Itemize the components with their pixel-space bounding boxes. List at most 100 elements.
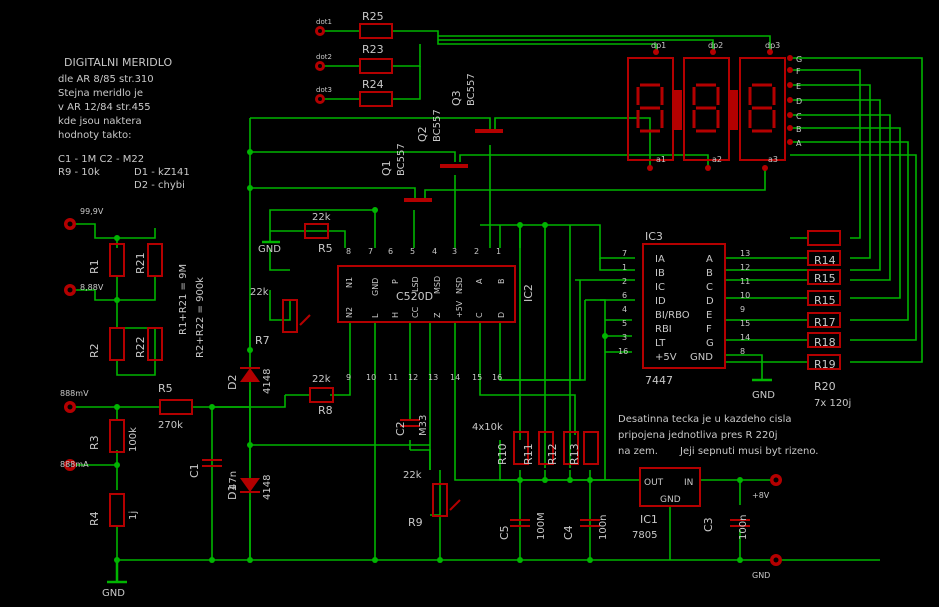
segment-label: G: [796, 55, 802, 64]
value-label: BC557: [396, 143, 407, 176]
value-label: BC557: [466, 73, 477, 106]
ic-pin: Z: [433, 312, 442, 318]
terminal-label: 888mA: [60, 460, 89, 469]
ic-pin: ID: [655, 296, 666, 307]
value-label: 100k: [128, 427, 139, 452]
formula-label: R1+R21 = 9M: [178, 264, 189, 335]
pin-num: 13: [740, 249, 750, 258]
ref-label: R9: [408, 516, 423, 529]
segment-label: B: [796, 125, 802, 134]
gnd-label: GND: [102, 588, 125, 599]
value-label: 100n: [598, 515, 609, 540]
ic-pin: B: [706, 268, 713, 279]
ic-pin: F: [706, 324, 712, 335]
ic-pin: CC: [411, 306, 420, 318]
value-label: 22k: [250, 287, 269, 298]
pin-num: 4: [622, 305, 627, 314]
note-line: kde jsou naktera: [58, 116, 142, 127]
note-line: C1 - 1M C2 - M22: [58, 154, 144, 165]
ic-pin: GND: [371, 278, 380, 296]
diodes: [240, 367, 260, 493]
note-line: hodnoty takto:: [58, 130, 132, 141]
decimal-note: na zem.: [618, 446, 658, 457]
ic-pin: H: [391, 312, 400, 318]
segment-label: F: [796, 67, 801, 76]
labels: DIGITALNI MERIDLO dle AR 8/85 str.310 St…: [58, 10, 851, 599]
value-label: 270k: [158, 420, 183, 431]
note-line: v AR 12/84 str.455: [58, 102, 151, 113]
seven-seg-displays: [627, 57, 786, 161]
pin-num: 10: [366, 373, 376, 382]
pin-num: 9: [346, 373, 351, 382]
pin-num: 14: [450, 373, 460, 382]
pin-num: 6: [388, 247, 393, 256]
pin-num: 4: [432, 247, 437, 256]
value-label: 4148: [262, 475, 273, 500]
pin-num: 7: [622, 249, 627, 258]
ic-pin: C: [706, 282, 713, 293]
note-line: dle AR 8/85 str.310: [58, 74, 154, 85]
ic-pin: +5V: [455, 300, 464, 318]
decimal-note: Jeji sepnuti musi byt rizeno.: [679, 446, 818, 457]
ref-label: Q3: [450, 90, 463, 106]
terminal-label: dot2: [316, 53, 332, 61]
ref-label: R2: [88, 343, 101, 358]
junctions: [114, 149, 743, 563]
value-label: 22k: [312, 374, 331, 385]
ic-part: 7447: [645, 374, 673, 387]
value-label: 4x10k: [472, 422, 503, 433]
ic-pin: IB: [655, 268, 665, 279]
ref-label: R25: [362, 10, 384, 23]
anode-label: a3: [768, 155, 778, 164]
pin-num: 11: [388, 373, 398, 382]
ref-label: C2: [394, 421, 407, 436]
ic-pin: E: [706, 310, 712, 321]
pin-num: 2: [474, 247, 479, 256]
pin-num: 15: [472, 373, 482, 382]
pin-num: 12: [740, 263, 750, 272]
gnd-symbols: [107, 240, 772, 584]
decimal-note: pripojena jednotliva pres R 220j: [618, 430, 778, 441]
ref-label: R4: [88, 511, 101, 526]
ic-pin: NSD: [455, 277, 464, 294]
terminal-label: 8,88V: [80, 283, 104, 292]
ic-part: C520D: [396, 290, 433, 303]
dp-label: dp2: [708, 41, 723, 50]
segment-label: D: [796, 97, 802, 106]
ref-label: R8: [318, 404, 333, 417]
ref-label: R15: [814, 272, 836, 285]
transistors: [404, 129, 503, 202]
ref-label: R10: [496, 443, 509, 465]
terminal-label: dot1: [316, 18, 332, 26]
ic-pin: D: [497, 312, 506, 318]
ref-label: R1: [88, 259, 101, 274]
terminal-label: +8V: [752, 491, 770, 500]
ic-pin: IC: [655, 282, 665, 293]
ic-pin: IA: [655, 254, 665, 265]
terminal-label: 888mV: [60, 389, 89, 398]
value-label: 100M: [536, 512, 547, 540]
ref-label: R11: [522, 443, 535, 465]
ref-label: R19: [814, 358, 836, 371]
ref-label: C4: [562, 525, 575, 540]
note-line: R9 - 10k: [58, 167, 100, 178]
ic-pin: L: [371, 313, 380, 318]
ref-label: R13: [568, 443, 581, 465]
pin-num: 6: [622, 291, 627, 300]
value-label: 22k: [403, 470, 422, 481]
ic-ref: IC1: [640, 513, 658, 526]
ic-pin: N2: [345, 307, 354, 318]
ic-pin: GND: [690, 352, 713, 363]
ref-label: R3: [88, 435, 101, 450]
dp-label: dp3: [765, 41, 780, 50]
gnd-label: GND: [258, 244, 281, 255]
value-label: 22k: [312, 212, 331, 223]
ref-label: R22: [134, 336, 147, 358]
ref-label: R24: [362, 78, 384, 91]
resistor-bodies: [109, 23, 841, 527]
note-line: Stejna meridlo je: [58, 88, 143, 99]
segment-label: C: [796, 112, 802, 121]
ic-pin: LT: [655, 338, 666, 349]
ic1-body: [639, 467, 701, 507]
